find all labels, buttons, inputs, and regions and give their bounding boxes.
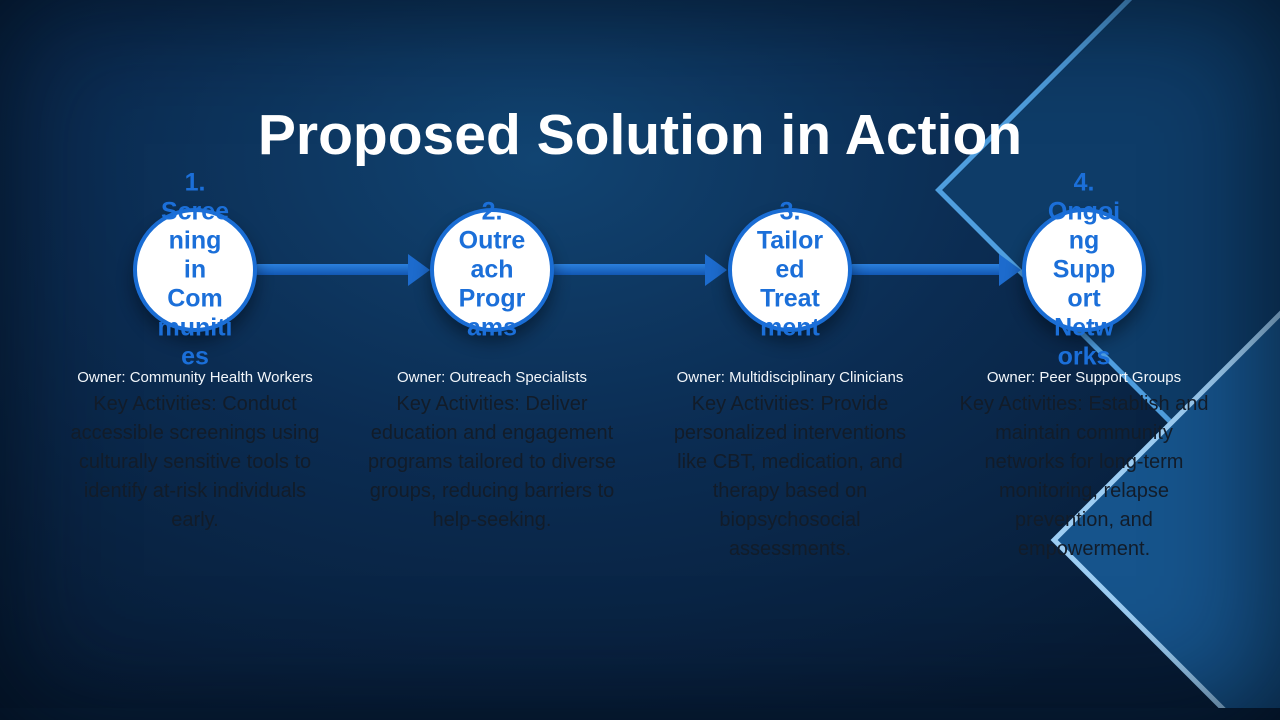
- step-4-owner: Owner: Peer Support Groups: [986, 369, 1182, 386]
- step-4-node-circle: [1022, 208, 1146, 332]
- bottom-strip: [0, 708, 1280, 720]
- step-3-owner: Owner: Multidisciplinary Clinicians: [676, 369, 904, 386]
- step-2-node-circle: [430, 208, 554, 332]
- step-1-label: 1. Scree ning in Com muniti es: [157, 168, 233, 371]
- step-2-details: Owner: Outreach Specialists Key Activiti…: [367, 368, 617, 535]
- step-1-owner: Owner: Community Health Workers: [77, 369, 313, 386]
- arrow-shaft: [851, 264, 1001, 275]
- arrow-shaft: [256, 264, 410, 275]
- arrow-head-icon: [705, 254, 727, 286]
- step-column-4: 4. Ongoi ng Supp ort Netw orks Owner: Pe…: [959, 0, 1209, 720]
- step-1-node-circle: [133, 208, 257, 332]
- step-4-activities: Key Activities: Establish and maintain c…: [959, 393, 1209, 560]
- step-column-1: 1. Scree ning in Com muniti es Owner: Co…: [70, 0, 320, 720]
- flow-arrow-2: [553, 254, 727, 286]
- flow-arrow-3: [851, 254, 1021, 286]
- step-2-owner: Owner: Outreach Specialists: [396, 369, 588, 386]
- step-2-label: 2. Outre ach Progr ams: [458, 197, 526, 342]
- step-column-3: 3. Tailor ed Treat ment Owner: Multidisc…: [665, 0, 915, 720]
- step-3-node-circle: [728, 208, 852, 332]
- step-3-activities: Key Activities: Provide personalized int…: [673, 393, 907, 560]
- arrow-head-icon: [999, 254, 1021, 286]
- step-column-2: 2. Outre ach Progr ams Owner: Outreach S…: [367, 0, 617, 720]
- arrow-head-icon: [408, 254, 430, 286]
- step-2-activities: Key Activities: Deliver education and en…: [368, 393, 616, 531]
- flow-arrow-1: [256, 254, 430, 286]
- step-4-details: Owner: Peer Support Groups Key Activitie…: [959, 368, 1209, 564]
- slide-title: Proposed Solution in Action: [257, 103, 1023, 168]
- step-1-activities: Key Activities: Conduct accessible scree…: [70, 393, 320, 531]
- step-3-label: 3. Tailor ed Treat ment: [756, 197, 824, 342]
- step-4-label: 4. Ongoi ng Supp ort Netw orks: [1047, 168, 1121, 371]
- step-1-details: Owner: Community Health Workers Key Acti…: [70, 368, 320, 535]
- step-3-details: Owner: Multidisciplinary Clinicians Key …: [665, 368, 915, 564]
- arrow-shaft: [553, 264, 707, 275]
